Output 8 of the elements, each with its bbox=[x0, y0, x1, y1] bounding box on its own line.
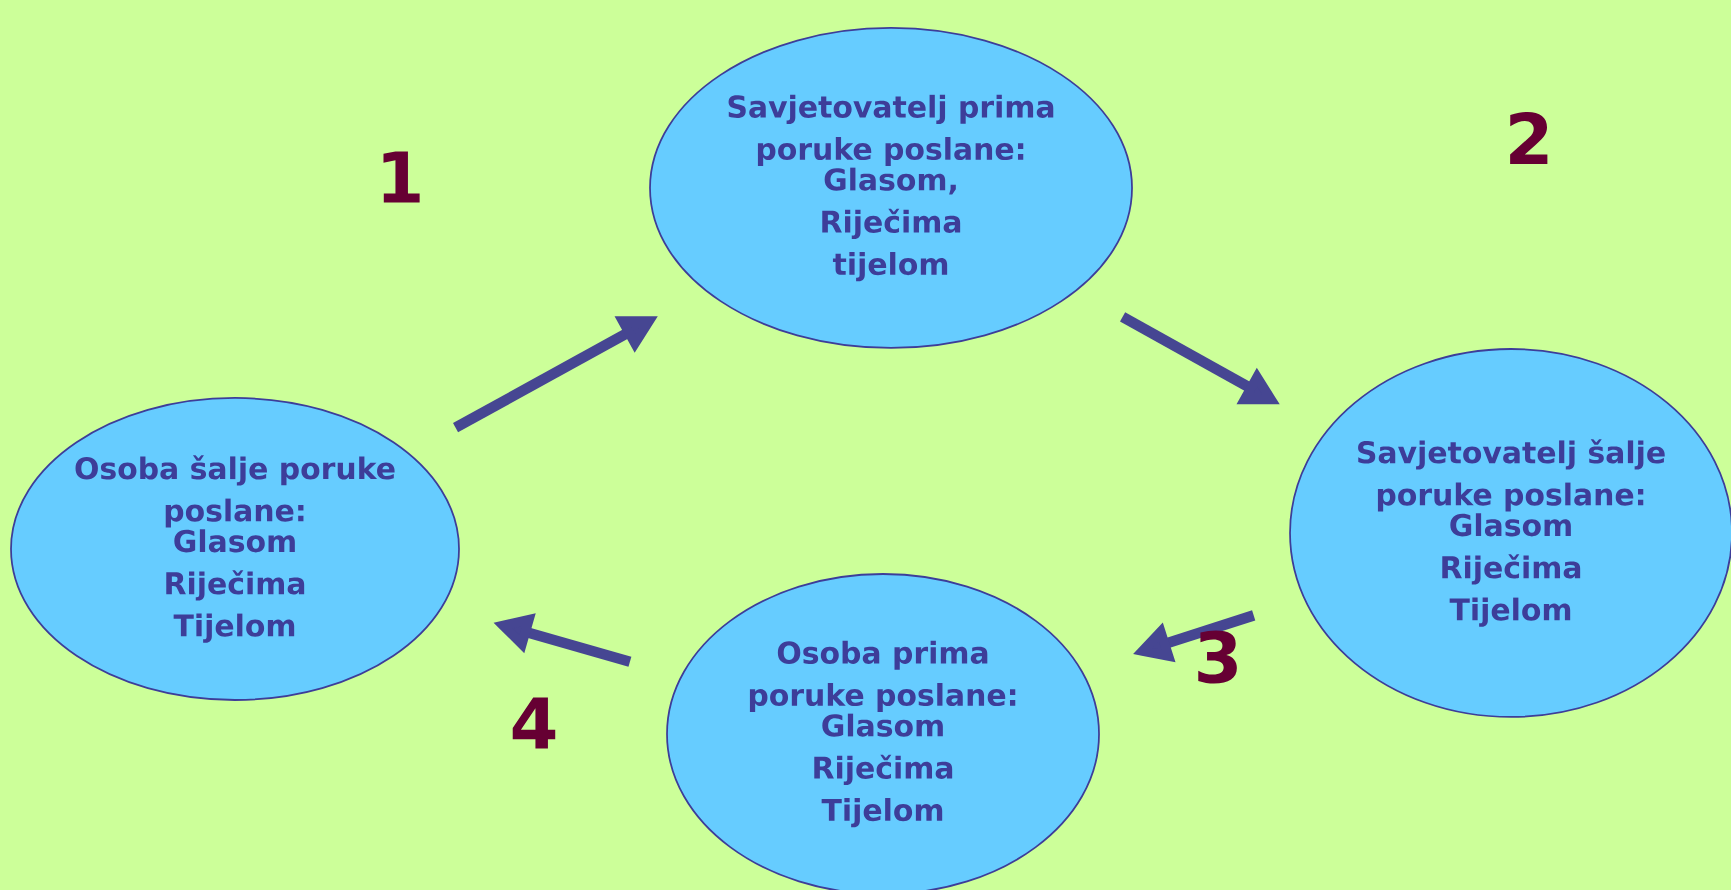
step-number: 4 bbox=[512, 697, 556, 749]
ellipse-node: Osoba prima poruke poslane: Glasom Riječima Tijelom bbox=[666, 573, 1100, 890]
step-number: 1 bbox=[383, 151, 420, 203]
step-number: 3 bbox=[1198, 630, 1237, 684]
step-number: 2 bbox=[1510, 111, 1548, 165]
ellipse-node: Savjetovatelj šalje poruke poslane: Glasom Riječima Tijelom bbox=[1289, 348, 1731, 718]
ellipse-node: Osoba šalje poruke poslane: Glasom Riječima Tijelom bbox=[10, 397, 460, 701]
ellipse-node: Savjetovatelj prima poruke poslane: Glasom, Riječima tijelom bbox=[649, 27, 1133, 349]
